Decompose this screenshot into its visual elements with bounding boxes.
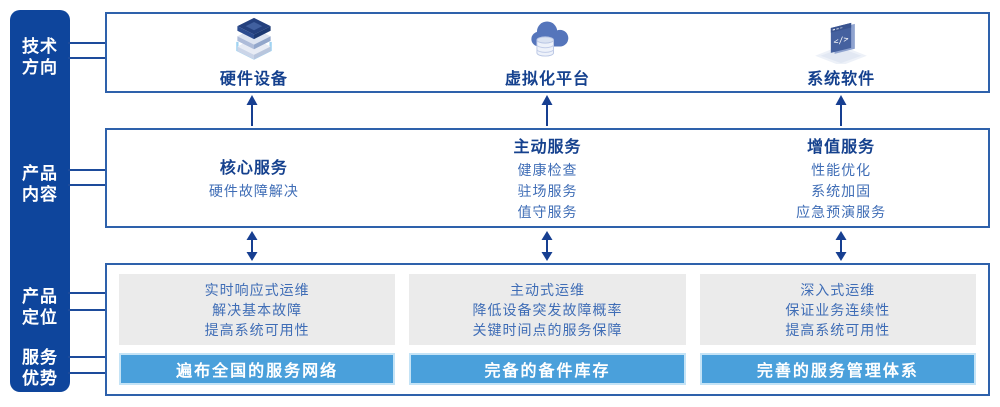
service-item: 硬件故障解决 [208,183,299,199]
sidebar-label-product-positioning: 产品 定位 [22,287,58,327]
positioning-column-realtime: 实时响应式运维 解决基本故障 提高系统可用性 遍布全国的服务网络 [119,274,396,385]
tech-direction-box: 硬件设备 虚拟化平台 [105,12,990,93]
service-column-value-added: 增值服务 性能优化 系统加固 应急预演服务 [694,130,988,226]
positioning-line: 主动式运维 [509,281,585,298]
service-item: 应急预演服务 [796,204,887,220]
positioning-column-proactive: 主动式运维 降低设备突发故障概率 关键时间点的服务保障 完备的备件库存 [409,274,686,385]
connector-line [68,356,107,358]
connector-line [68,57,107,59]
service-title: 增值服务 [807,139,876,156]
tech-label-hardware: 硬件设备 [219,71,288,88]
positioning-line: 提高系统可用性 [204,321,310,338]
arrow-double-vertical-icon [540,231,554,261]
advantage-bar: 遍布全国的服务网络 [119,353,396,385]
service-item: 驻场服务 [517,183,578,199]
positioning-line: 提高系统可用性 [785,321,891,338]
product-content-box: 核心服务 硬件故障解决 主动服务 健康检查 驻场服务 值守服务 增值服务 性能优… [105,128,990,228]
positioning-panel: 主动式运维 降低设备突发故障概率 关键时间点的服务保障 [409,274,686,345]
service-column-core: 核心服务 硬件故障解决 [107,130,401,226]
arrow-double-vertical-icon [245,231,259,261]
positioning-line: 实时响应式运维 [204,281,310,298]
positioning-line: 解决基本故障 [212,301,303,318]
positioning-line: 深入式运维 [800,281,876,298]
service-item: 性能优化 [811,162,872,178]
connector-line [68,184,107,186]
connector-line [68,372,107,374]
service-title: 核心服务 [219,160,288,177]
tech-column-hardware: 硬件设备 [107,14,401,91]
positioning-panel: 深入式运维 保证业务连续性 提高系统可用性 [699,274,976,345]
service-item: 系统加固 [811,183,872,199]
arrow-up-icon [540,95,554,126]
positioning-advantage-box: 实时响应式运维 解决基本故障 提高系统可用性 遍布全国的服务网络 主动式运维 降… [105,263,990,396]
sidebar-label-tech-direction: 技术 方向 [22,37,58,77]
positioning-line: 关键时间点的服务保障 [472,321,623,338]
advantage-bar: 完善的服务管理体系 [699,353,976,385]
tech-label-software: 系统软件 [807,71,876,88]
svg-text:</>: </> [834,33,849,47]
service-item: 值守服务 [517,204,578,220]
sidebar-label-product-content: 产品 内容 [22,164,58,204]
positioning-line: 降低设备突发故障概率 [472,301,623,318]
positioning-panel: 实时响应式运维 解决基本故障 提高系统可用性 [119,274,396,345]
connector-line [68,309,107,311]
sidebar: 技术 方向 产品 内容 产品 定位 服务 优势 [10,10,70,392]
positioning-line: 保证业务连续性 [785,301,891,318]
tech-column-virtualization: 虚拟化平台 [401,14,695,91]
service-item: 健康检查 [517,162,578,178]
server-stack-icon [224,16,284,64]
service-column-proactive: 主动服务 健康检查 驻场服务 值守服务 [401,130,695,226]
arrow-up-icon [245,95,259,126]
arrow-up-icon [834,95,848,126]
advantage-bar: 完备的备件库存 [409,353,686,385]
connector-line [68,292,107,294]
sidebar-label-service-advantage: 服务 优势 [22,348,58,388]
connector-line [68,42,107,44]
service-title: 主动服务 [513,139,582,156]
arrow-double-vertical-icon [834,231,848,261]
connector-line [68,169,107,171]
cloud-database-icon [518,16,578,64]
tech-column-software: </> 系统软件 [694,14,988,91]
code-window-icon: </> [811,16,871,64]
tech-label-virtualization: 虚拟化平台 [505,71,591,88]
positioning-column-indepth: 深入式运维 保证业务连续性 提高系统可用性 完善的服务管理体系 [699,274,976,385]
